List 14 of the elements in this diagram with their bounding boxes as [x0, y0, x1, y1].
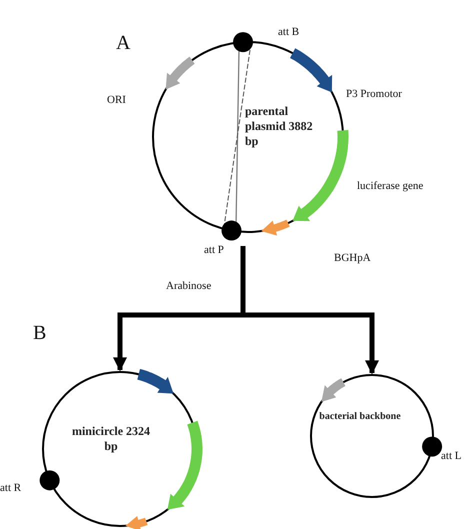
- feature-label: Arabinose: [166, 280, 212, 292]
- feature-label: BGHpA: [334, 252, 371, 264]
- feature-label: att R: [0, 482, 22, 494]
- feature-label: P3 Promotor: [346, 88, 402, 100]
- feature-label: luciferase gene: [357, 180, 424, 192]
- plasmid-label: parental plasmid 3882 bp: [245, 104, 314, 149]
- feature-label: att P: [204, 244, 224, 256]
- panel-letter: A: [116, 32, 130, 55]
- feature-label: att B: [278, 26, 300, 38]
- feature-label: ORI: [107, 94, 126, 106]
- plasmid-label: bacterial backbone: [318, 411, 402, 424]
- plasmid-label: minicircle 2324 bp: [71, 424, 151, 454]
- panel-letter: B: [33, 322, 46, 345]
- feature-label: att L: [441, 450, 462, 462]
